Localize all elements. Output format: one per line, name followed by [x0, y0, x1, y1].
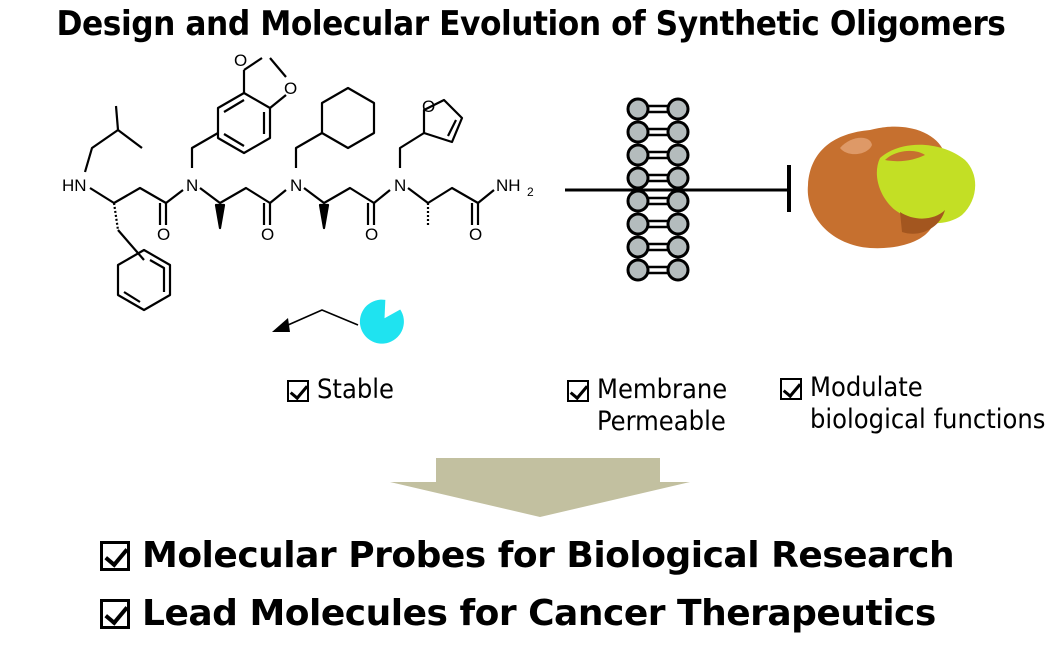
lipid-head: [666, 258, 690, 282]
oxygen-label-2: O: [261, 225, 274, 244]
pacman-protease: [359, 299, 404, 344]
page-title: Design and Molecular Evolution of Synthe…: [56, 4, 1006, 44]
checkbox-icon: [100, 540, 130, 571]
lipid-head: [626, 120, 650, 144]
dioxole-oxygen-2: O: [284, 79, 297, 98]
property-label: Stable: [317, 374, 394, 405]
checkbox-icon: [567, 380, 589, 402]
arrow-head: [272, 318, 290, 332]
outcome-label: Molecular Probes for Biological Research: [142, 535, 955, 576]
lipid-head: [626, 166, 650, 190]
oxygen-label-1: O: [157, 225, 170, 244]
lipid-head: [666, 189, 690, 213]
oxygen-label-3: O: [365, 225, 378, 244]
property-label: Membrane: [597, 374, 728, 405]
lipid-head: [626, 189, 650, 213]
amine-label: HN: [62, 176, 87, 195]
oligomer-structure: [83, 57, 495, 312]
oxygen-label-4: O: [469, 225, 482, 244]
property-stable: Stable: [287, 374, 394, 406]
property-label: Permeable: [597, 406, 726, 437]
lipid-head: [626, 143, 650, 167]
property-modulate: Modulate biological functions: [780, 372, 1045, 436]
outcome-label: Lead Molecules for Cancer Therapeutics: [142, 593, 936, 634]
lipid-head: [626, 235, 650, 259]
checkbox-icon: [780, 378, 802, 400]
lipid-head: [666, 120, 690, 144]
outcome-therapeutics: Lead Molecules for Cancer Therapeutics: [100, 593, 936, 634]
amide-end-label: NH: [496, 176, 521, 195]
property-label: Modulate: [810, 372, 923, 403]
lipid-head: [666, 97, 690, 121]
outcome-probes: Molecular Probes for Biological Research: [100, 535, 955, 576]
protein-target: [807, 126, 976, 249]
furan-oxygen: O: [422, 97, 435, 116]
nitrogen-label-1: N: [186, 176, 198, 195]
lipid-head: [626, 258, 650, 282]
lipid-head: [626, 97, 650, 121]
lipid-bilayer: [626, 97, 690, 282]
big-down-arrow: [390, 458, 690, 517]
lipid-head: [666, 235, 690, 259]
checkbox-icon: [100, 598, 130, 629]
nitrogen-label-3: N: [394, 176, 406, 195]
lipid-head: [666, 166, 690, 190]
checkbox-icon: [287, 380, 309, 402]
ligand-blob: [876, 144, 976, 224]
dioxole-oxygen-1: O: [234, 51, 247, 70]
amide-subscript: 2: [527, 185, 534, 199]
property-membrane-permeable: Membrane Permeable: [567, 374, 727, 438]
lipid-head: [626, 212, 650, 236]
lipid-head: [666, 143, 690, 167]
degradation-arrow: [287, 309, 359, 326]
nitrogen-label-2: N: [290, 176, 302, 195]
property-label: biological functions: [810, 404, 1046, 435]
lipid-head: [666, 212, 690, 236]
